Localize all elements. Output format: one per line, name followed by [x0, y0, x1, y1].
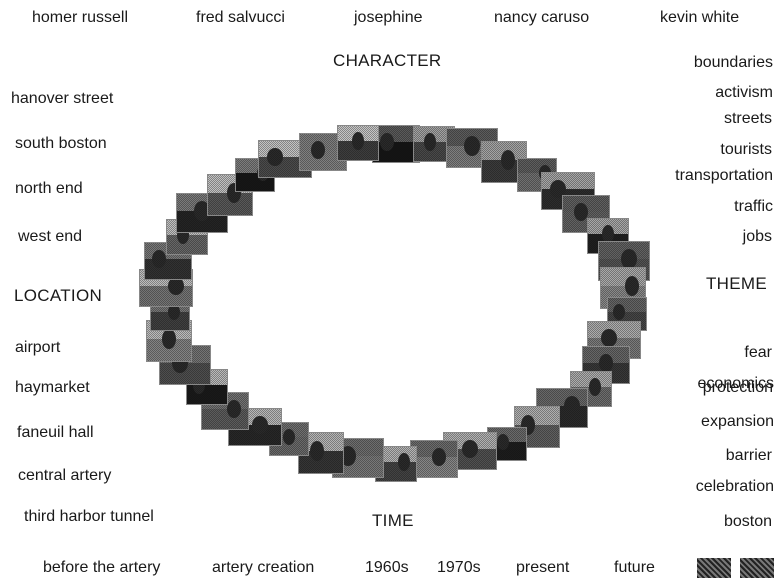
location-north-end[interactable]: north end — [15, 180, 83, 197]
theme-boundaries[interactable]: boundaries — [693, 54, 773, 71]
location-haymarket[interactable]: haymarket — [15, 379, 90, 396]
theme-fear[interactable]: fear — [744, 344, 772, 361]
location-south-boston[interactable]: south boston — [15, 135, 107, 152]
theme-jobs[interactable]: jobs — [742, 228, 772, 245]
location-hanover-street[interactable]: hanover street — [11, 90, 114, 107]
time-1970s[interactable]: 1970s — [437, 559, 481, 576]
theme-barrier[interactable]: barrier — [725, 447, 772, 464]
photo-thumbnail[interactable] — [410, 440, 458, 478]
theme-tourists[interactable]: tourists — [720, 141, 772, 158]
time-present[interactable]: present — [516, 559, 570, 576]
character-nancy-caruso[interactable]: nancy caruso — [494, 9, 590, 26]
location-header: LOCATION — [14, 286, 103, 305]
location-third-harbor-tunnel[interactable]: third harbor tunnel — [24, 508, 154, 525]
time-artery-creation[interactable]: artery creation — [212, 559, 315, 576]
time-before-the-artery[interactable]: before the artery — [43, 559, 161, 576]
photo-thumbnail[interactable] — [207, 174, 253, 216]
theme-transportation[interactable]: transportation — [675, 167, 773, 184]
theme-expansion[interactable]: expansion — [701, 413, 774, 430]
dithered-arrow-left-icon[interactable] — [697, 558, 731, 578]
time-1960s[interactable]: 1960s — [365, 559, 409, 576]
dithered-arrow-right-icon[interactable] — [740, 558, 774, 578]
time-header: TIME — [372, 511, 414, 530]
photo-thumbnail[interactable] — [258, 140, 312, 178]
theme-boston[interactable]: boston — [723, 513, 772, 530]
theme-celebration[interactable]: celebration — [695, 478, 774, 495]
location-faneuil-hall[interactable]: faneuil hall — [17, 424, 94, 441]
time-future[interactable]: future — [614, 559, 655, 576]
location-west-end[interactable]: west end — [18, 228, 83, 245]
character-homer-russell[interactable]: homer russell — [32, 9, 129, 26]
character-josephine[interactable]: josephine — [354, 9, 423, 26]
photo-thumbnail[interactable] — [337, 125, 379, 161]
photo-thumbnail[interactable] — [372, 125, 420, 163]
theme-streets[interactable]: streets — [723, 110, 772, 127]
character-kevin-white[interactable]: kevin white — [660, 9, 740, 26]
theme-traffic[interactable]: traffic — [734, 198, 773, 215]
character-fred-salvucci[interactable]: fred salvucci — [196, 9, 285, 26]
theme-header: THEME — [706, 274, 767, 293]
location-airport[interactable]: airport — [15, 339, 61, 356]
theme-activism[interactable]: activism — [715, 84, 773, 101]
location-central-artery[interactable]: central artery — [18, 467, 112, 484]
theme-economics[interactable]: economics — [697, 375, 774, 392]
photo-thumbnail[interactable] — [228, 408, 282, 446]
theme-protection[interactable]: protection — [702, 379, 773, 396]
character-header: CHARACTER — [333, 51, 442, 70]
